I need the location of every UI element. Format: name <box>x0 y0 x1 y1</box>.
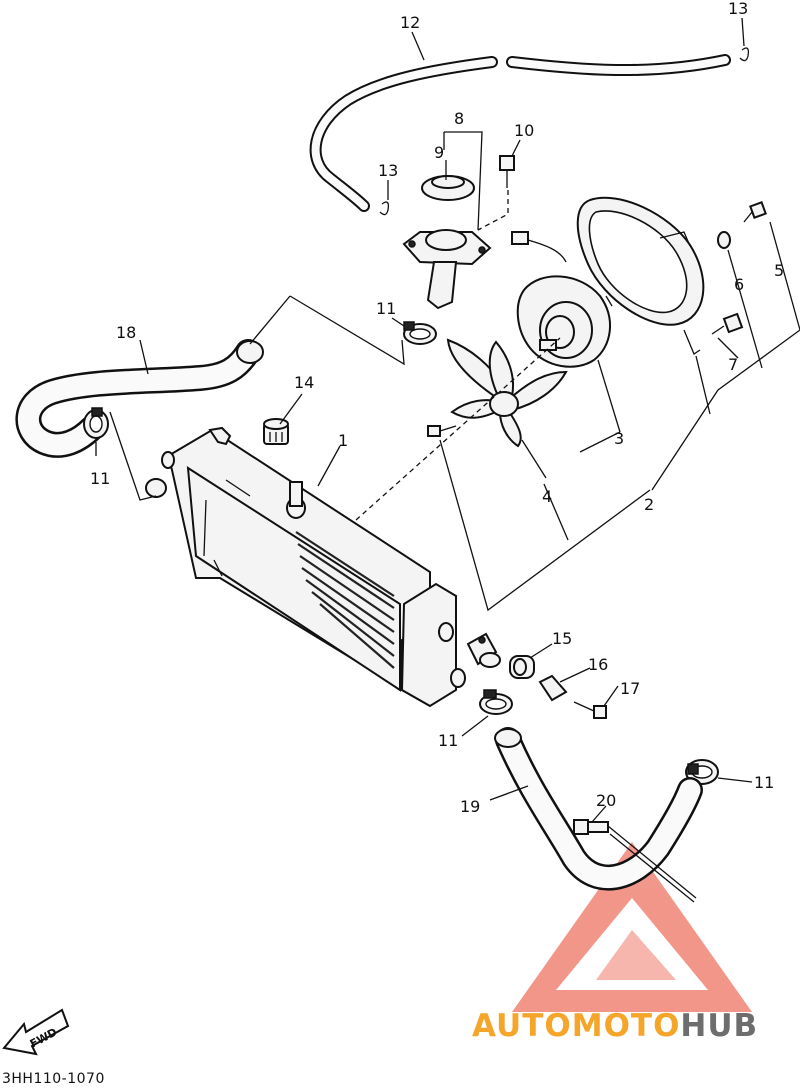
bolt-icon <box>711 312 744 335</box>
lower-radiator-hose <box>494 727 703 891</box>
callout-3: 3 <box>614 429 624 448</box>
radiator-cap <box>263 418 289 445</box>
hose-clip-icon <box>739 47 750 62</box>
callout-10: 10 <box>514 121 534 140</box>
callout-8: 8 <box>454 109 464 128</box>
callout-16: 16 <box>588 655 608 674</box>
callout-9: 9 <box>434 143 444 162</box>
watermark-text: AUTOMOTOHUB <box>472 1008 758 1044</box>
thermo-switch <box>573 819 697 903</box>
radiator <box>145 426 466 708</box>
callout-1: 1 <box>338 431 348 450</box>
callout-13-right: 13 <box>728 0 748 18</box>
radiator-core <box>295 531 395 669</box>
callout-7: 7 <box>728 355 738 374</box>
upper-radiator-hose <box>15 339 264 458</box>
callout-11-bottom: 11 <box>438 731 458 750</box>
callout-11-right: 11 <box>754 773 774 792</box>
forward-arrow-icon: FWD <box>2 1008 70 1056</box>
diagram-code: 3HH110-1070 <box>2 1071 105 1087</box>
hose-clip-icon <box>379 201 390 216</box>
callout-14: 14 <box>294 373 314 392</box>
filler-neck-assembly <box>402 175 492 310</box>
leader-lines <box>95 17 800 823</box>
watermark-part-hub: HUB <box>680 1008 759 1044</box>
callout-18: 18 <box>116 323 136 342</box>
hose-clamp-icon <box>83 407 109 439</box>
callout-labels: 1 2 3 4 5 6 7 8 9 10 11 11 11 11 12 13 1… <box>90 0 784 816</box>
hose-clamp-icon <box>403 321 437 345</box>
grommet-icon <box>509 655 535 679</box>
watermark-logo <box>512 842 752 1012</box>
callout-5: 5 <box>774 261 784 280</box>
callout-13-left: 13 <box>378 161 398 180</box>
callout-2: 2 <box>644 495 654 514</box>
screw-icon <box>427 425 457 437</box>
callout-17: 17 <box>620 679 640 698</box>
callout-11-top: 11 <box>376 299 396 318</box>
bolt-icon <box>743 201 767 223</box>
collar-icon <box>538 674 568 702</box>
watermark-part-moto: MOTO <box>571 1008 681 1044</box>
bolt-icon <box>499 155 515 188</box>
fan-blade <box>446 338 568 448</box>
hose-clamp-icon <box>479 689 513 715</box>
connector-icon <box>511 231 529 245</box>
fan-motor <box>516 275 612 368</box>
callout-15: 15 <box>552 629 572 648</box>
callout-4: 4 <box>542 487 552 506</box>
bolt-icon <box>573 701 607 719</box>
washer-icon <box>717 231 731 249</box>
callout-19: 19 <box>460 797 480 816</box>
callout-20: 20 <box>596 791 616 810</box>
breather-hose <box>309 54 731 212</box>
callout-12: 12 <box>400 13 420 32</box>
watermark-part-auto: AUTO <box>472 1008 572 1044</box>
callout-11-left: 11 <box>90 469 110 488</box>
fan-shroud <box>576 196 705 355</box>
callout-6: 6 <box>734 275 744 294</box>
